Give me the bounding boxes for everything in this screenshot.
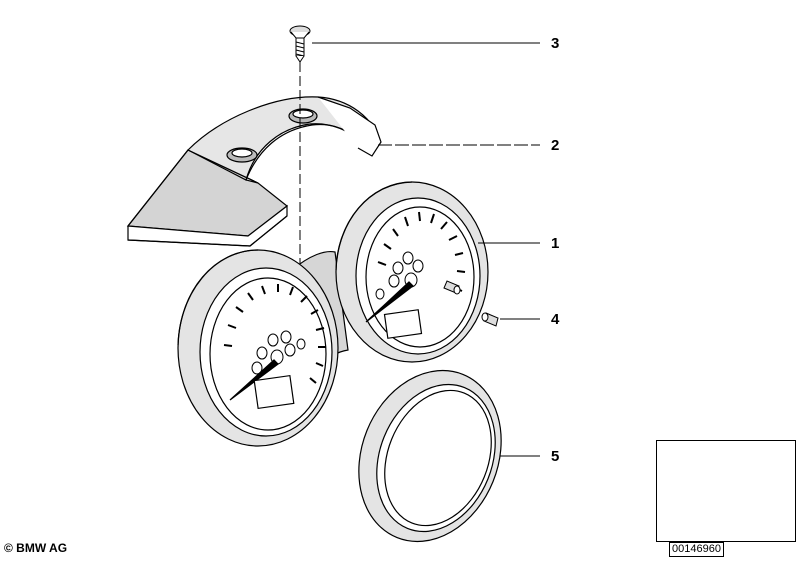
part-5-trim-ring[interactable] <box>334 349 526 559</box>
callout-2: 2 <box>551 137 560 154</box>
callout-5: 5 <box>551 448 560 465</box>
leader-lines <box>312 42 540 457</box>
part-3-screw[interactable] <box>289 25 311 63</box>
right-dial-display <box>383 309 423 339</box>
callout-4: 4 <box>551 311 560 328</box>
left-dial-ticks <box>223 284 326 384</box>
vehicle-thumbnail-frame <box>656 440 796 542</box>
part-1-instrument-cluster[interactable] <box>177 181 489 447</box>
part-4-knob[interactable] <box>481 312 499 327</box>
callout-3: 3 <box>551 35 560 52</box>
callout-1: 1 <box>551 235 560 252</box>
part-2-cover[interactable] <box>126 96 382 247</box>
copyright-text: © BMW AG <box>4 541 68 555</box>
diagram-number: 00146960 <box>669 542 724 557</box>
right-dial-needle <box>365 281 414 323</box>
left-dial-indicators <box>251 330 306 375</box>
right-dial-ticks <box>377 211 466 292</box>
left-dial-display <box>253 374 295 410</box>
reset-knob-stem <box>443 280 461 295</box>
right-dial-indicators <box>375 251 424 300</box>
